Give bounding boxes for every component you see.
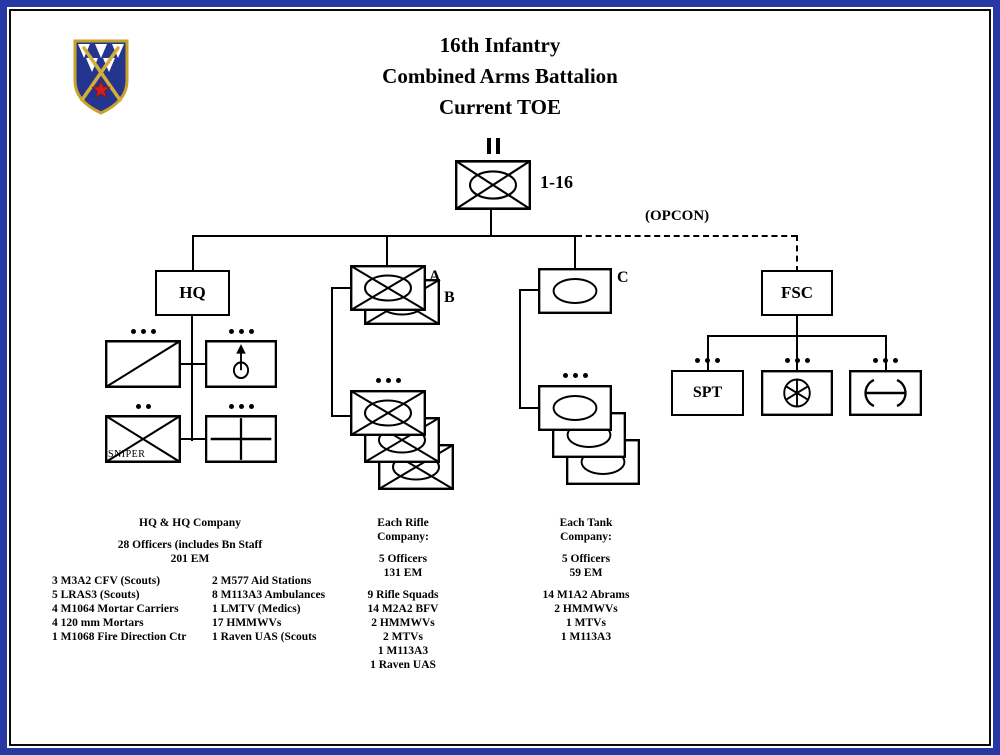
connector-rifle-drop bbox=[386, 235, 388, 267]
sniper-label: SNIPER bbox=[108, 449, 146, 460]
note-line: 1 LMTV (Medics) bbox=[212, 603, 301, 615]
connector-hq-stub-right-2 bbox=[192, 438, 206, 440]
connector-opcon-dashed-horizontal bbox=[576, 235, 797, 237]
note-line: 4 120 mm Mortars bbox=[52, 617, 144, 629]
rifle-staff-notes: 5 Officers 131 EM bbox=[340, 552, 466, 580]
connector-tank-bracket-top bbox=[519, 289, 538, 291]
note-line: 1 Raven UAS (Scouts bbox=[212, 631, 317, 643]
spt-echelon-dots bbox=[671, 358, 744, 363]
note-line: 5 Officers bbox=[561, 553, 611, 565]
connector-main-horizontal bbox=[192, 235, 576, 237]
connector-hq-stem bbox=[191, 315, 193, 441]
note-line: 201 EM bbox=[170, 553, 210, 565]
rifle-company-a-letter: A bbox=[429, 268, 441, 285]
note-line: 5 Officers bbox=[378, 553, 428, 565]
hq-company-box: HQ bbox=[155, 270, 230, 316]
note-line: 59 EM bbox=[569, 567, 603, 579]
connector-rifle-bracket bbox=[331, 287, 333, 417]
rifle-company-notes: Each Rifle Company: 5 Officers 131 EM 9 … bbox=[340, 516, 466, 672]
connector-hq-stub-left-1 bbox=[178, 363, 192, 365]
mortar-platoon-echelon-dots bbox=[205, 329, 277, 334]
hq-staff-notes: 28 Officers (includes Bn Staff 201 EM bbox=[80, 538, 300, 566]
battalion-mech-infantry-symbol bbox=[455, 160, 531, 210]
maintenance-echelon-dots bbox=[849, 358, 922, 363]
title-line-2: Combined Arms Battalion bbox=[382, 64, 618, 88]
note-line: 17 HMMWVs bbox=[212, 617, 282, 629]
tank-staff-notes: 5 Officers 59 EM bbox=[523, 552, 649, 580]
rifle-company-a-symbol bbox=[350, 265, 426, 311]
note-line: 4 M1064 Mortar Carriers bbox=[52, 603, 179, 615]
medical-platoon-echelon-dots bbox=[205, 404, 277, 409]
note-line: 1 M1068 Fire Direction Ctr bbox=[52, 631, 187, 643]
note-line: 5 LRAS3 (Scouts) bbox=[52, 589, 140, 601]
distribution-echelon-dots bbox=[761, 358, 833, 363]
title-line-3: Current TOE bbox=[439, 95, 561, 119]
tank-platoon-symbol-front bbox=[538, 385, 612, 431]
note-line: 14 M2A2 BFV bbox=[367, 603, 439, 615]
sniper-section-echelon-dots bbox=[105, 404, 181, 409]
battalion-designation: 1-16 bbox=[540, 172, 573, 192]
note-line: 3 M3A2 CFV (Scouts) bbox=[52, 575, 161, 587]
distribution-platoon-symbol bbox=[761, 370, 833, 416]
spt-platoon-box: SPT bbox=[671, 370, 744, 416]
scout-platoon-recon-symbol bbox=[105, 340, 181, 388]
maintenance-platoon-symbol bbox=[849, 370, 922, 416]
hq-equipment-right: 2 M577 Aid Stations 8 M113A3 Ambulances … bbox=[212, 574, 364, 644]
connector-hq-stub-right-1 bbox=[192, 363, 206, 365]
regimental-crest-icon bbox=[72, 38, 130, 116]
rifle-platoon-echelon-dots bbox=[350, 378, 426, 383]
fsc-company-box: FSC bbox=[761, 270, 833, 316]
note-line: 8 M113A3 Ambulances bbox=[212, 589, 326, 601]
rifle-equipment-notes: 9 Rifle Squads 14 M2A2 BFV 2 HMMWVs 2 MT… bbox=[340, 588, 466, 672]
hq-equipment-left: 3 M3A2 CFV (Scouts) 5 LRAS3 (Scouts) 4 M… bbox=[52, 574, 192, 644]
connector-tank-bracket bbox=[519, 289, 521, 409]
tank-company-c-symbol bbox=[538, 268, 612, 314]
medical-platoon-symbol bbox=[205, 415, 277, 463]
title-line-1: 16th Infantry bbox=[439, 33, 561, 57]
note-line: 1 M113A3 bbox=[560, 631, 612, 643]
connector-dist-drop bbox=[796, 335, 798, 370]
connector-battalion-drop bbox=[490, 210, 492, 237]
note-line: 1 M113A3 bbox=[377, 645, 429, 657]
connector-tank-drop bbox=[574, 235, 576, 270]
scout-platoon-echelon-dots bbox=[105, 329, 181, 334]
connector-hq-drop bbox=[192, 235, 194, 271]
connector-fsc-stem bbox=[796, 315, 798, 337]
note-line: 131 EM bbox=[383, 567, 423, 579]
note-line: 28 Officers (includes Bn Staff bbox=[117, 539, 263, 551]
mortar-platoon-symbol bbox=[205, 340, 277, 388]
opcon-label: (OPCON) bbox=[645, 208, 710, 224]
note-line: 2 M577 Aid Stations bbox=[212, 575, 312, 587]
battalion-echelon-mark bbox=[455, 138, 531, 154]
connector-spt-drop bbox=[707, 335, 709, 370]
note-line: 14 M1A2 Abrams bbox=[542, 589, 630, 601]
rifle-notes-heading: Each Rifle Company: bbox=[377, 517, 429, 543]
tank-equipment-notes: 14 M1A2 Abrams 2 HMMWVs 1 MTVs 1 M113A3 bbox=[523, 588, 649, 644]
connector-rifle-bracket-top bbox=[331, 287, 350, 289]
tank-company-c-letter: C bbox=[617, 269, 629, 286]
connector-tank-bracket-bottom bbox=[519, 407, 538, 409]
note-line: 2 MTVs bbox=[383, 631, 423, 643]
connector-rifle-bracket-bottom bbox=[331, 415, 350, 417]
page-title: 16th Infantry Combined Arms Battalion Cu… bbox=[300, 30, 700, 123]
connector-hq-stub-left-2 bbox=[178, 438, 192, 440]
connector-maint-drop bbox=[885, 335, 887, 370]
connector-fsc-dashed-drop bbox=[796, 235, 798, 272]
note-line: 2 HMMWVs bbox=[554, 603, 618, 615]
rifle-company-b-letter: B bbox=[444, 289, 455, 306]
note-line: 1 Raven UAS bbox=[370, 659, 436, 671]
tank-company-notes: Each Tank Company: 5 Officers 59 EM 14 M… bbox=[523, 516, 649, 644]
tank-notes-heading: Each Tank Company: bbox=[559, 517, 613, 543]
note-line: 9 Rifle Squads bbox=[367, 589, 439, 601]
hq-notes-heading: HQ & HQ Company bbox=[139, 517, 241, 529]
note-line: 2 HMMWVs bbox=[371, 617, 435, 629]
note-line: 1 MTVs bbox=[566, 617, 606, 629]
tank-platoon-echelon-dots bbox=[538, 373, 612, 378]
rifle-platoon-symbol-front bbox=[350, 390, 426, 436]
